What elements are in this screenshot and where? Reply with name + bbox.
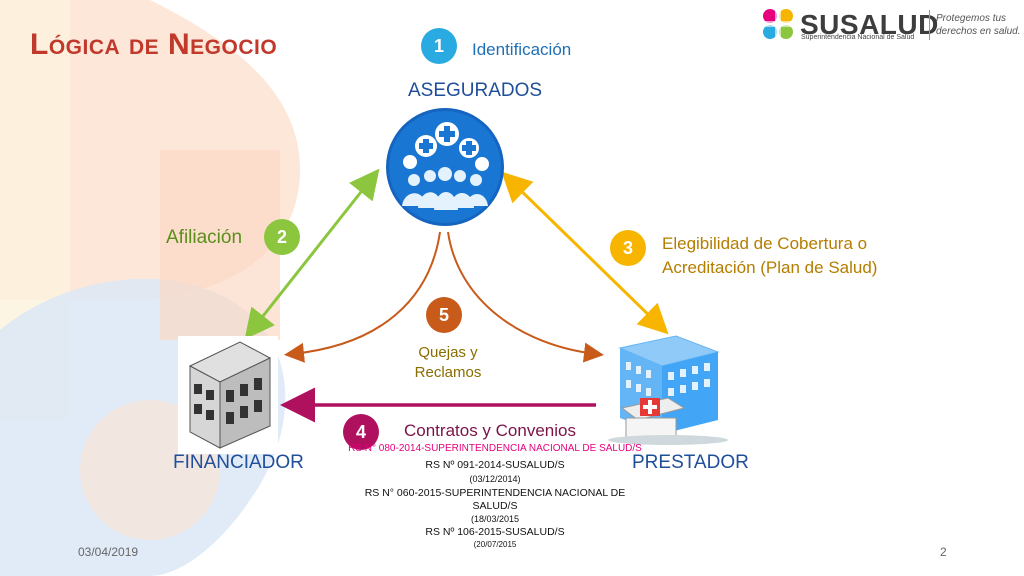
step-5-label-line2: Reclamos	[414, 364, 482, 381]
node-label-prestador: PRESTADOR	[632, 452, 749, 473]
logo-tagline-line1: Protegemos tus	[936, 13, 1007, 24]
arrow-quejas-left	[284, 231, 441, 363]
step-3-label-line2: Acreditación (Plan de Salud)	[662, 258, 878, 277]
step-4-badge: 4	[343, 414, 379, 450]
resolution-line-3a: RS N° 060-2015-SUPERINTENDENCIA NACIONAL…	[364, 487, 626, 499]
logo-tagline: Protegemos tus derechos en salud.	[936, 12, 1024, 38]
susalud-logo-mark	[763, 9, 793, 39]
step-5-badge: 5	[426, 297, 462, 333]
resolution-line-3b: SALUD/S	[472, 500, 518, 512]
resolution-date-2: (03/12/2014)	[469, 474, 521, 484]
arrow-elegibilidad	[501, 171, 669, 335]
step-5-label-line1: Quejas y	[418, 344, 478, 361]
page-title: Lógica de Negocio	[30, 28, 278, 61]
logo-name: SUSALUD	[800, 9, 939, 40]
prestador-hospital-icon	[608, 335, 728, 445]
step-1-badge: 1	[421, 28, 457, 64]
footer-date: 03/04/2019	[78, 545, 139, 559]
step-3-label: Elegibilidad de Cobertura o Acreditación…	[662, 232, 877, 280]
step-2-badge: 2	[264, 219, 300, 255]
node-label-financiador: FINANCIADOR	[173, 452, 304, 473]
step-4-label: Contratos y Convenios	[404, 421, 576, 440]
logo-tagline-line2: derechos en salud.	[936, 26, 1021, 37]
logo-subtitle: Superintendencia Nacional de Salud	[801, 34, 915, 41]
resolution-line-4: RS Nº 106-2015-SUSALUD/S	[425, 526, 565, 538]
step-1-label: Identificación	[472, 40, 572, 59]
resolution-line-2: RS Nº 091-2014-SUSALUD/S	[425, 459, 565, 471]
step-3-badge: 3	[610, 230, 646, 266]
arrow-quejas-right	[447, 231, 604, 363]
resolution-date-4: (20/07/2015	[473, 540, 517, 549]
step-5-label: Quejas y Reclamos	[408, 343, 488, 383]
step-2-label: Afiliación	[166, 227, 243, 248]
arrow-afiliacion	[244, 168, 380, 340]
resolution-date-3: (18/03/2015	[470, 514, 520, 524]
financiador-building-icon	[178, 336, 278, 454]
logo-divider	[929, 10, 930, 40]
node-label-asegurados: ASEGURADOS	[408, 80, 543, 101]
resolution-line-1: RS N° 080-2014-SUPERINTENDENCIA NACIONAL…	[348, 443, 642, 454]
asegurados-icon	[386, 108, 504, 226]
footer-page-number: 2	[940, 545, 947, 559]
step-3-label-line1: Elegibilidad de Cobertura o	[662, 234, 868, 253]
